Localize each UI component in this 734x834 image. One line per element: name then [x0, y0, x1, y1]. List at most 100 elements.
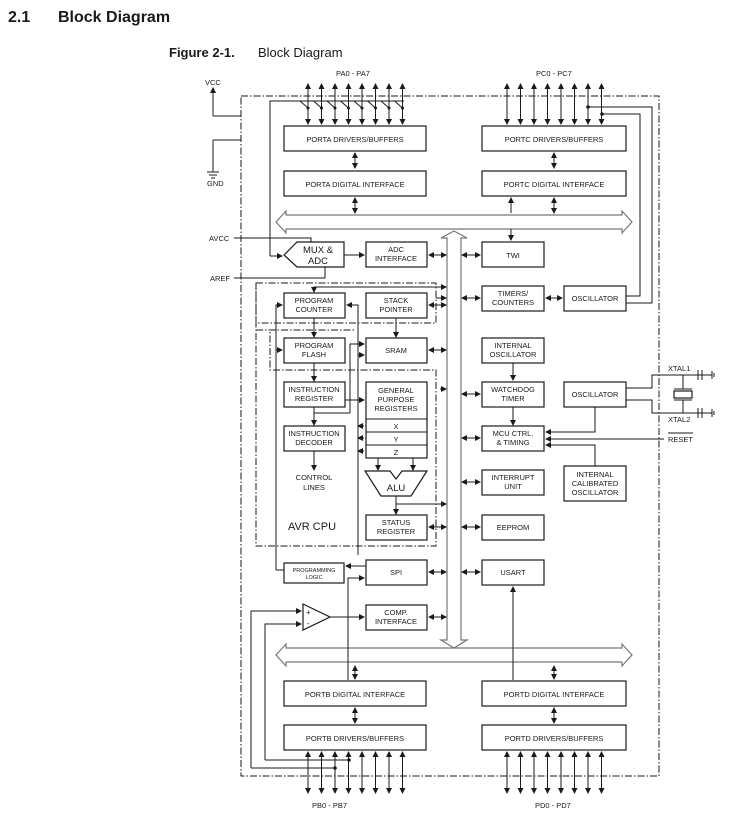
usart-label: USART	[500, 568, 526, 577]
register-x-label: X	[393, 422, 398, 431]
program-flash-label-1: PROGRAM	[295, 341, 334, 350]
status-register-label-2: REGISTER	[377, 527, 416, 536]
mux-adc-label-2: ADC	[308, 256, 328, 267]
porta-drivers-label: PORTA DRIVERS/BUFFERS	[306, 135, 403, 144]
cpu-region	[255, 283, 437, 547]
oscillator-xtal-block	[563, 381, 627, 408]
twi-block	[481, 241, 545, 268]
portd-drivers-label: PORTD DRIVERS/BUFFERS	[505, 734, 604, 743]
oscillator-timers-block	[563, 285, 627, 312]
reset-label: RESET	[668, 435, 693, 444]
stack-pointer-label-2: POINTER	[379, 305, 413, 314]
portc-digital-block	[481, 170, 627, 197]
register-y-label: Y	[393, 435, 398, 444]
gp-registers-label-1: GENERAL	[378, 386, 414, 395]
mcu-ctrl-label-2: & TIMING	[496, 438, 529, 447]
eeprom-label: EEPROM	[497, 523, 530, 532]
interrupt-unit-label-1: INTERRUPT	[492, 473, 535, 482]
instruction-register-label-2: REGISTER	[295, 394, 334, 403]
porta-digital-block	[283, 170, 427, 197]
internal-oscillator-block	[481, 337, 545, 364]
xtal1-label: XTAL1	[668, 364, 690, 373]
int-cal-osc-label-1: INTERNAL	[576, 470, 613, 479]
top-data-bus	[275, 209, 633, 235]
porta-digital-label: PORTA DIGITAL INTERFACE	[305, 180, 404, 189]
vcc-pin: VCC	[205, 78, 241, 117]
gp-registers-label-3: REGISTERS	[374, 404, 417, 413]
spi-label: SPI	[390, 568, 402, 577]
register-z-label: Z	[394, 448, 399, 457]
mcu-ctrl-timing-block	[481, 425, 545, 452]
gp-registers-label-2: PURPOSE	[378, 395, 415, 404]
oscillator-xtal-label: OSCILLATOR	[572, 390, 619, 399]
pc7-oscillator-line	[602, 113, 641, 297]
interrupt-unit-label-2: UNIT	[504, 482, 522, 491]
pb-pins-label: PB0 - PB7	[312, 801, 347, 810]
avcc-label: AVCC	[209, 234, 230, 243]
watchdog-timer-block	[481, 381, 545, 408]
internal-oscillator-label-2: OSCILLATOR	[490, 350, 537, 359]
instruction-decoder-label-1: INSTRUCTION	[288, 429, 339, 438]
pa-pin-arrows	[299, 83, 406, 125]
porta-drivers-block	[283, 125, 427, 152]
figure-title: Block Diagram	[258, 45, 343, 60]
xtal1-capacitor-icon	[697, 370, 715, 380]
sram-block	[365, 337, 428, 364]
timers-counters-label-1: TIMERS/	[498, 289, 529, 298]
pb-pin-arrows	[305, 751, 406, 794]
program-flash-label-2: FLASH	[302, 350, 326, 359]
adc-interface-block	[365, 241, 428, 268]
porta-adc-feed	[269, 100, 404, 256]
mcu-ctrl-label-1: MCU CTRL.	[493, 429, 534, 438]
comparator-minus-label: -	[307, 619, 310, 628]
control-lines-label-2: LINES	[303, 483, 325, 492]
vertical-data-bus	[438, 230, 470, 649]
pc6-oscillator-line	[588, 106, 653, 304]
internal-oscillator-label-1: INTERNAL	[494, 341, 531, 350]
programming-logic-block	[283, 562, 345, 584]
vcc-label: VCC	[205, 78, 221, 87]
xtal2-label: XTAL2	[668, 415, 690, 424]
portc-digital-label: PORTC DIGITAL INTERFACE	[504, 180, 605, 189]
xtal2-capacitor-icon	[697, 408, 715, 418]
pd-pins-label: PD0 - PD7	[535, 801, 571, 810]
alu-label: ALU	[387, 483, 406, 494]
figure-number: Figure 2-1.	[169, 45, 235, 60]
internal-calibrated-oscillator-block	[563, 465, 627, 502]
programming-logic-label-2: LOGIC	[305, 575, 322, 581]
int-cal-osc-label-2: CALIBRATED	[572, 479, 619, 488]
instruction-register-label-1: INSTRUCTION	[288, 385, 339, 394]
spi-block	[365, 559, 428, 586]
pc-pin-arrows	[504, 83, 605, 125]
portd-drivers-block	[481, 724, 627, 751]
portb-digital-label: PORTB DIGITAL INTERFACE	[305, 690, 405, 699]
comp-interface-label-1: COMP.	[384, 608, 408, 617]
adc-interface-label-2: INTERFACE	[375, 254, 417, 263]
portc-drivers-block	[481, 125, 627, 152]
aref-label: AREF	[210, 274, 230, 283]
crystal-icon	[673, 375, 693, 413]
program-counter-label-2: COUNTER	[295, 305, 333, 314]
watchdog-timer-label-2: TIMER	[501, 394, 525, 403]
interrupt-unit-block	[481, 469, 545, 496]
timers-counters-block	[481, 285, 545, 312]
bottom-data-bus	[275, 642, 633, 668]
twi-label: TWI	[506, 251, 520, 260]
status-register-label-1: STATUS	[382, 518, 410, 527]
analog-comparator-icon	[302, 603, 332, 631]
portb-drivers-label: PORTB DRIVERS/BUFFERS	[306, 734, 404, 743]
instruction-register-block	[283, 381, 346, 408]
control-lines-label-1: CONTROL	[296, 473, 333, 482]
pa-pins-label: PA0 - PA7	[336, 69, 370, 78]
alu-block	[363, 470, 429, 497]
pc-pins-label: PC0 - PC7	[536, 69, 572, 78]
oscillator-timers-label: OSCILLATOR	[572, 294, 619, 303]
usart-block	[481, 559, 545, 586]
sram-label: SRAM	[385, 346, 407, 355]
pd-pin-arrows	[504, 751, 605, 794]
comp-interface-block	[365, 604, 428, 631]
comp-interface-label-2: INTERFACE	[375, 617, 417, 626]
portd-digital-label: PORTD DIGITAL INTERFACE	[504, 690, 605, 699]
portc-drivers-label: PORTC DRIVERS/BUFFERS	[505, 135, 604, 144]
